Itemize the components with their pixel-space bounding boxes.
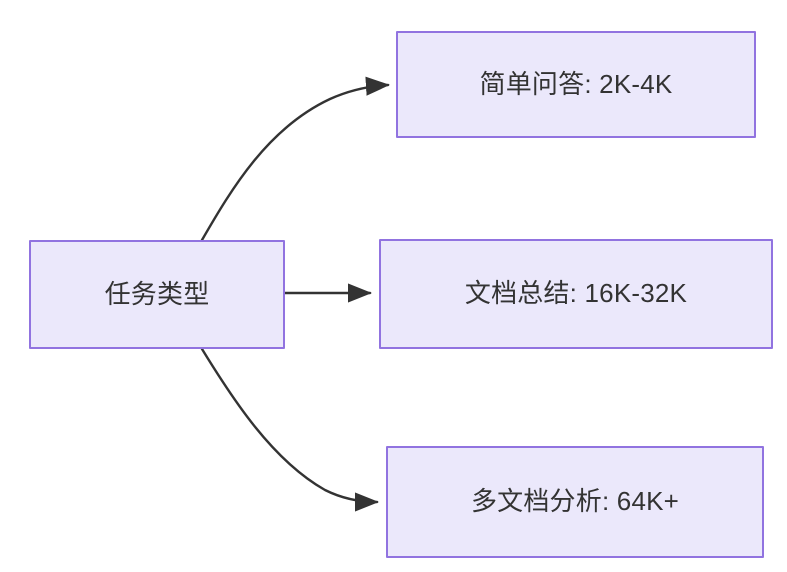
node-task-type[interactable]: 任务类型 [29, 240, 285, 349]
node-doc-summary[interactable]: 文档总结: 16K-32K [379, 239, 773, 349]
node-task-type-label: 任务类型 [104, 278, 210, 309]
edge-root-to-simple-qa [200, 76, 390, 242]
node-multi-doc-analysis-label: 多文档分析: 64K+ [470, 486, 680, 517]
node-multi-doc-analysis[interactable]: 多文档分析: 64K+ [386, 446, 764, 558]
edge-root-to-multi-doc [200, 347, 379, 512]
node-simple-qa-label: 简单问答: 2K-4K [479, 68, 673, 99]
node-simple-qa[interactable]: 简单问答: 2K-4K [396, 31, 756, 138]
node-doc-summary-label: 文档总结: 16K-32K [464, 278, 688, 309]
